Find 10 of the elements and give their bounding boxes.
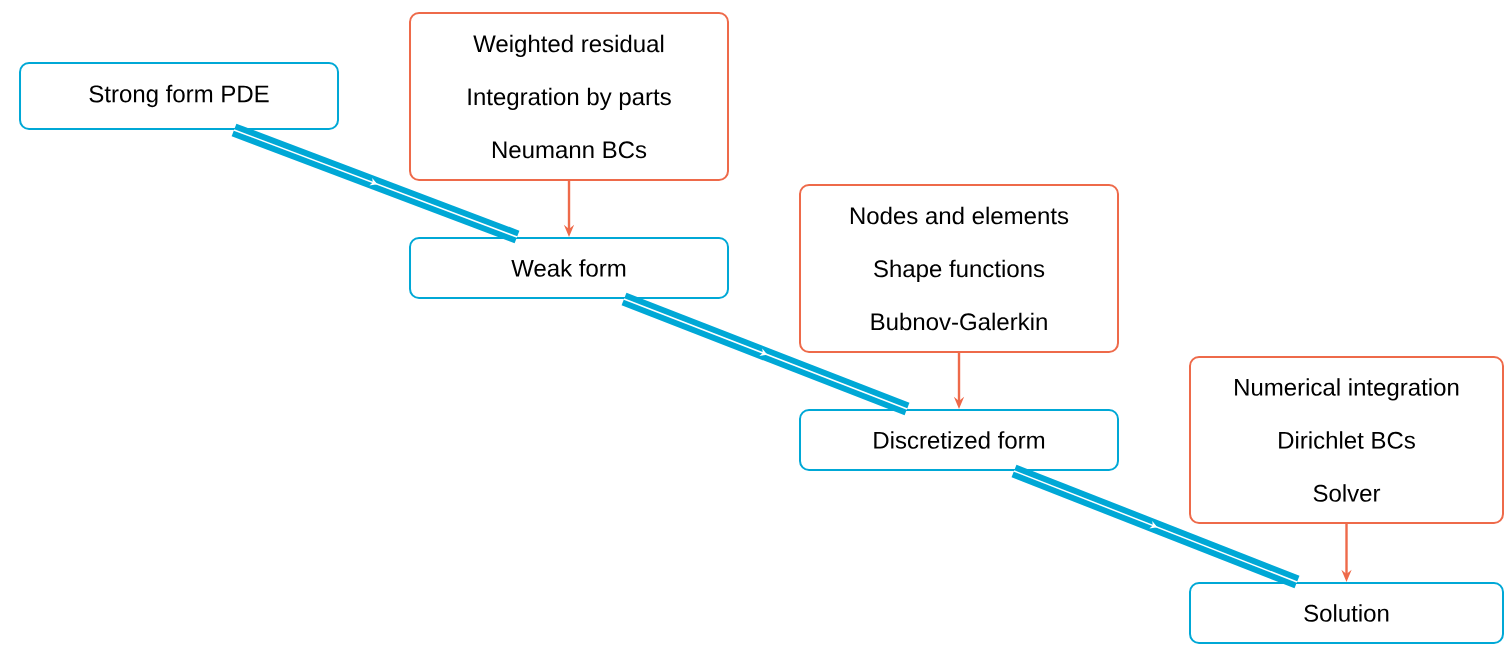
note-box: Weighted residual Integration by parts Neumann BCs [409, 12, 729, 181]
step-box: Weak form [409, 237, 729, 299]
step-box: Discretized form [799, 409, 1119, 471]
step-box: Strong form PDE [19, 62, 339, 130]
double-arrow [231, 123, 520, 244]
double-arrow [1011, 464, 1300, 589]
double-arrow [621, 292, 910, 416]
note-box: Numerical integration Dirichlet BCs Solver [1189, 356, 1504, 524]
note-box: Nodes and elements Shape functions Bubnov-Galerkin [799, 184, 1119, 353]
step-box: Solution [1189, 582, 1504, 644]
